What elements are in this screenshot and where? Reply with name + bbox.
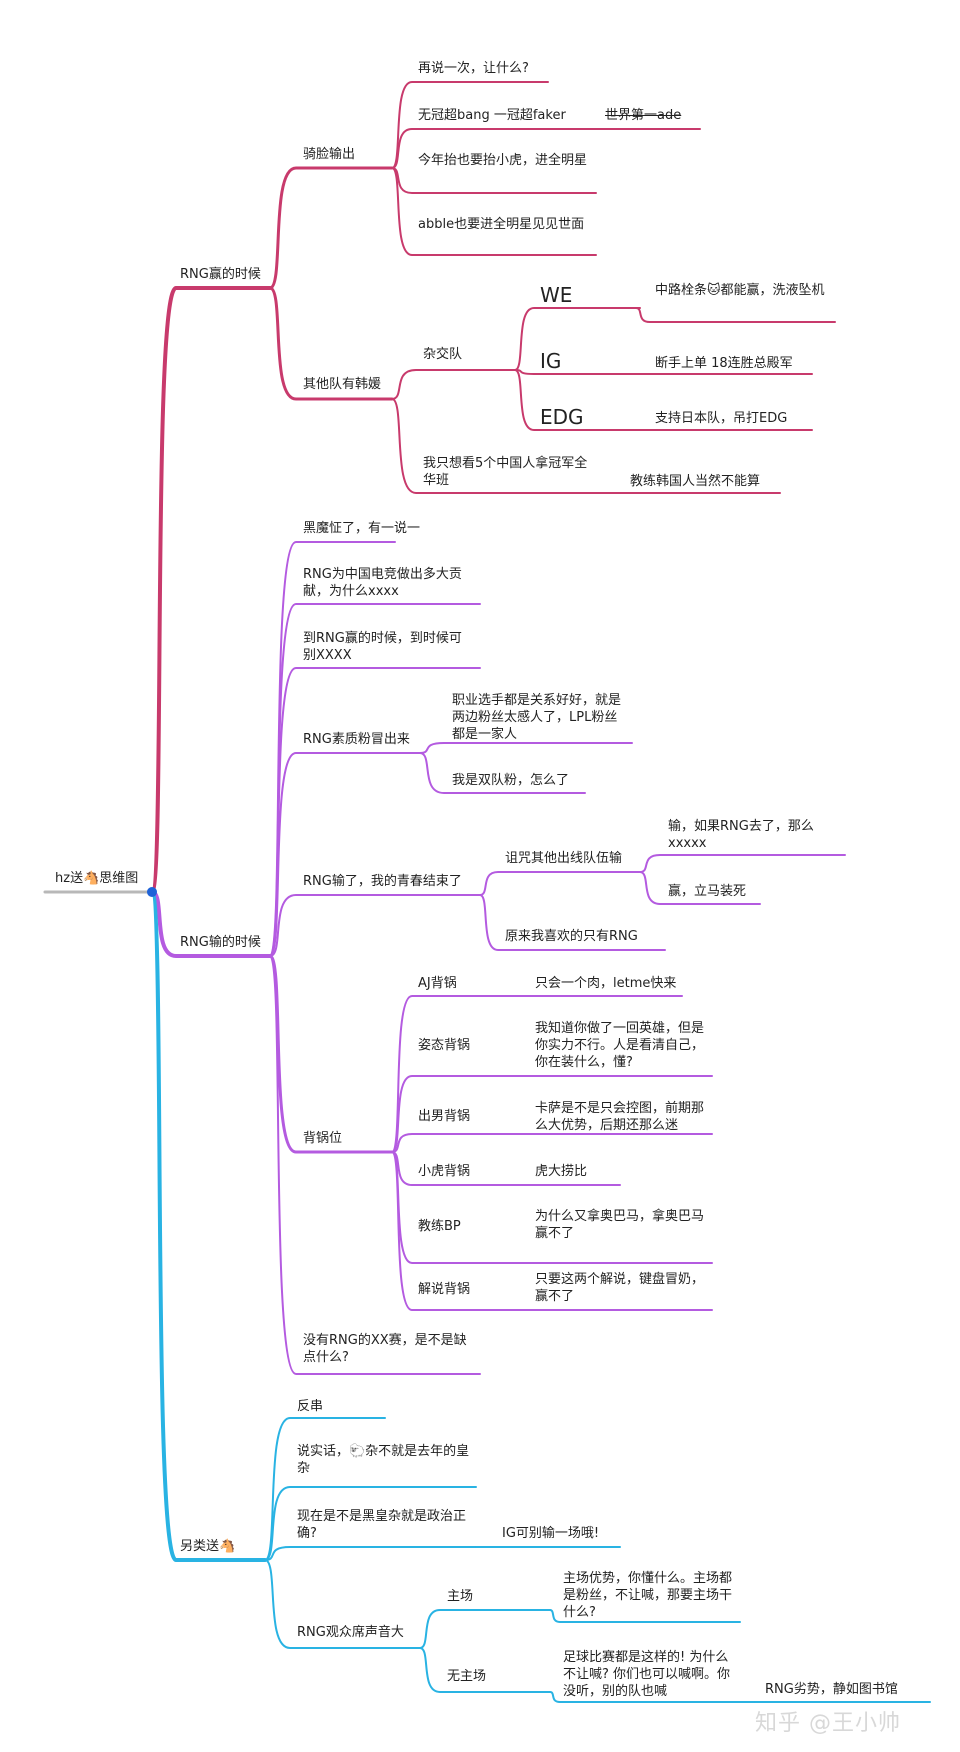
blame-why-4[interactable]: 虎大捞比 [535,1164,588,1179]
node-korean[interactable]: 其他队有韩媛 [303,377,382,392]
blame-who-2[interactable]: 姿态背锅 [418,1038,471,1053]
link-home-note [549,1609,741,1623]
youth-other[interactable]: 原来我喜欢的只有RNG [505,929,638,944]
link-blame-who-2 [391,1075,526,1153]
link-other-1 [264,1417,386,1561]
away-note[interactable]: 足球比赛都是这样的! 为什么不让喊? 你们也可以喊啊。你没听，别的队也喊 [563,1650,731,1699]
link-away-note [549,1691,756,1703]
link-blame-who-4 [391,1151,526,1186]
link-face-3 [391,167,597,194]
other-item-3[interactable]: 现在是不是黑皇杂就是政治正确? [297,1509,467,1541]
blame-why-1[interactable]: 只会一个肉，letme快来 [535,976,677,991]
link-blame-who-6 [391,1151,526,1311]
lose-last[interactable]: 没有RNG的XX赛，是不是缺点什么? [303,1333,467,1365]
leaf-face-1[interactable]: 再说一次，让什么? [418,61,529,76]
lose-item-1[interactable]: 黑魔怔了，有一说一 [303,521,421,536]
lose-item-3[interactable]: 到RNG赢的时候，到时候可别XXXX [303,631,462,663]
link-hybrid-ig [514,369,637,375]
node-hybrid[interactable]: 杂交队 [423,347,463,362]
link-root-win [150,286,272,894]
link-curse-1 [639,854,846,873]
blame-who-6[interactable]: 解说背锅 [418,1282,471,1297]
blame-who-4[interactable]: 小虎背锅 [418,1164,471,1179]
link-korean-allchina [391,398,611,494]
leaf-face-2-extra[interactable]: 世界第一ade [605,108,682,123]
link-root-other [150,890,267,1562]
branch-win[interactable]: RNG赢的时候 [180,267,261,282]
node-blame[interactable]: 背锅位 [303,1131,343,1146]
team-ig[interactable]: IG [540,349,562,373]
link-youth-other [479,894,666,951]
blame-why-3[interactable]: 卡萨是不是只会控图，前期那么大优势，后期还那么迷 [535,1101,705,1133]
link-crowd-away [419,1647,551,1693]
link-blame-who-1 [391,995,526,1153]
link-hybrid-edg [514,369,637,431]
link-lose-quality [269,752,421,957]
link-other-3 [264,1546,477,1561]
team-we-note[interactable]: 中路栓条🐱都能赢，洗液坠机 [655,283,825,298]
curse-item-2[interactable]: 赢，立马装死 [668,884,747,899]
quality-item-1[interactable]: 职业选手都是关系好好，就是两边粉丝太感人了，LPL粉丝都是一家人 [452,693,622,742]
link-quality-1 [419,742,633,754]
team-we[interactable]: WE [540,283,573,307]
other-item-1[interactable]: 反串 [297,1399,324,1414]
node-crowd[interactable]: RNG观众席声音大 [297,1625,404,1640]
other-item-2[interactable]: 说实话，🐑杂不就是去年的皇杂 [297,1444,470,1476]
leaf-face-2[interactable]: 无冠超bang 一冠超faker [418,108,566,123]
blame-who-3[interactable]: 出男背锅 [418,1109,471,1124]
root-node[interactable]: hz送🐴思维图 [55,871,139,886]
blame-why-6[interactable]: 只要这两个解说，键盘冒奶，赢不了 [535,1272,705,1304]
away-extra[interactable]: RNG劣势，静如图书馆 [765,1682,898,1697]
leaf-face-4[interactable]: abble也要进全明星见见世面 [418,217,585,232]
team-edg-note[interactable]: 支持日本队，吊打EDG [655,411,788,426]
link-face-2 [391,128,597,169]
link-quality-2 [419,752,586,794]
leaf-face-3[interactable]: 今年抬也要抬小虎，进全明星 [418,153,588,168]
node-face[interactable]: 骑脸输出 [303,147,356,162]
watermark: 知乎 @王小帅 [755,1711,901,1736]
blame-why-5[interactable]: 为什么又拿奥巴马，拿奥巴马赢不了 [535,1209,705,1241]
lose-item-2[interactable]: RNG为中国电竞做出多大贡献，为什么xxxx [303,567,462,599]
link-other-2 [264,1486,477,1561]
link-crowd-home [419,1609,551,1649]
link-we-note [635,307,836,323]
link-curse-2 [639,871,761,905]
branch-other[interactable]: 另类送🐴 [180,1539,236,1554]
link-lose-youth [269,894,481,957]
all-china-note[interactable]: 教练韩国人当然不能算 [630,474,761,489]
node-all-china[interactable]: 我只想看5个中国人拿冠军全华班 [423,456,588,488]
root-dot [147,887,157,897]
node-curse[interactable]: 诅咒其他出线队伍输 [505,851,623,866]
node-youth[interactable]: RNG输了，我的青春结束了 [303,874,462,889]
node-away[interactable]: 无主场 [447,1669,487,1684]
link-blame-who-3 [391,1133,526,1153]
blame-why-2[interactable]: 我知道你做了一回英雄，但是你实力不行。人是看清自己，你在装什么，懂? [535,1021,705,1070]
branch-lose[interactable]: RNG输的时候 [180,935,261,950]
link-other-crowd [264,1559,421,1649]
link-win-korean [268,286,394,401]
link-youth-curse [479,871,641,896]
link-win-face [268,166,394,290]
home-note[interactable]: 主场优势，你懂什么。主场都是粉丝，不让喊，那要主场干什么? [563,1571,733,1620]
curse-item-1[interactable]: 输，如果RNG去了，那么xxxxx [668,819,814,851]
node-quality[interactable]: RNG素质粉冒出来 [303,732,410,747]
other-ig-note[interactable]: IG可别输一场哦! [502,1526,600,1541]
team-ig-note[interactable]: 断手上单 18连胜总殿军 [655,356,793,371]
link-hybrid-we [514,307,637,371]
link-korean-hybrid [391,369,516,400]
link-lose-3 [269,667,481,957]
link-face-4 [391,167,597,256]
link-face-1 [391,81,549,169]
link-lose-blame [268,954,394,1154]
link-lose-last [269,955,481,1375]
blame-who-1[interactable]: AJ背锅 [418,976,457,991]
node-home[interactable]: 主场 [447,1589,474,1604]
quality-item-2[interactable]: 我是双队粉，怎么了 [452,773,570,788]
team-edg[interactable]: EDG [540,405,584,429]
blame-who-5[interactable]: 教练BP [418,1219,461,1234]
